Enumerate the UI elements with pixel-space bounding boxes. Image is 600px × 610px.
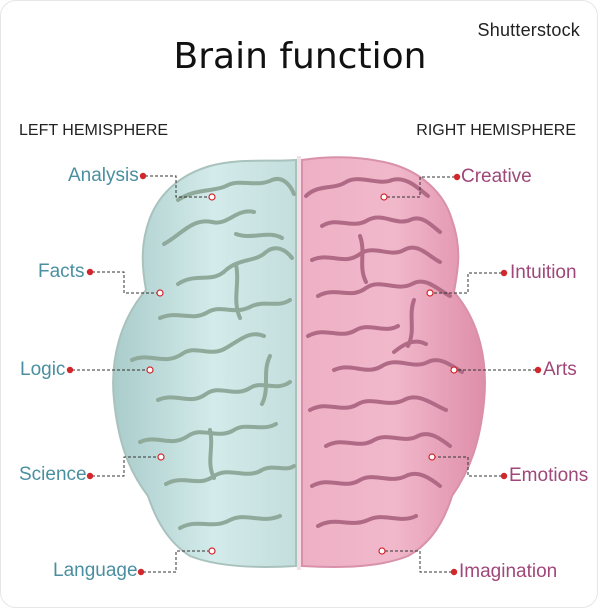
right-gyri — [304, 177, 464, 528]
label-language: Language — [53, 560, 138, 581]
label-analysis: Analysis — [68, 165, 139, 186]
label-emotions: Emotions — [509, 465, 589, 486]
label-science: Science — [19, 464, 87, 485]
watermark: Shutterstock — [477, 20, 580, 40]
label-creative: Creative — [461, 166, 532, 187]
label-intuition: Intuition — [510, 262, 577, 283]
left-hemisphere-heading: LEFT HEMISPHERE — [19, 122, 169, 139]
label-markers — [66, 172, 542, 576]
right-connectors — [384, 176, 536, 573]
region-markers — [146, 193, 458, 555]
label-imagination: Imagination — [459, 561, 558, 582]
label-arts: Arts — [543, 359, 577, 380]
left-hemisphere — [112, 158, 297, 568]
left-gyri — [130, 177, 296, 530]
label-logic: Logic — [20, 359, 66, 380]
label-facts: Facts — [38, 261, 85, 282]
right-hemisphere-heading: RIGHT HEMISPHERE — [416, 122, 576, 139]
left-connectors — [72, 175, 210, 573]
diagram-title: Brain function — [173, 36, 427, 77]
